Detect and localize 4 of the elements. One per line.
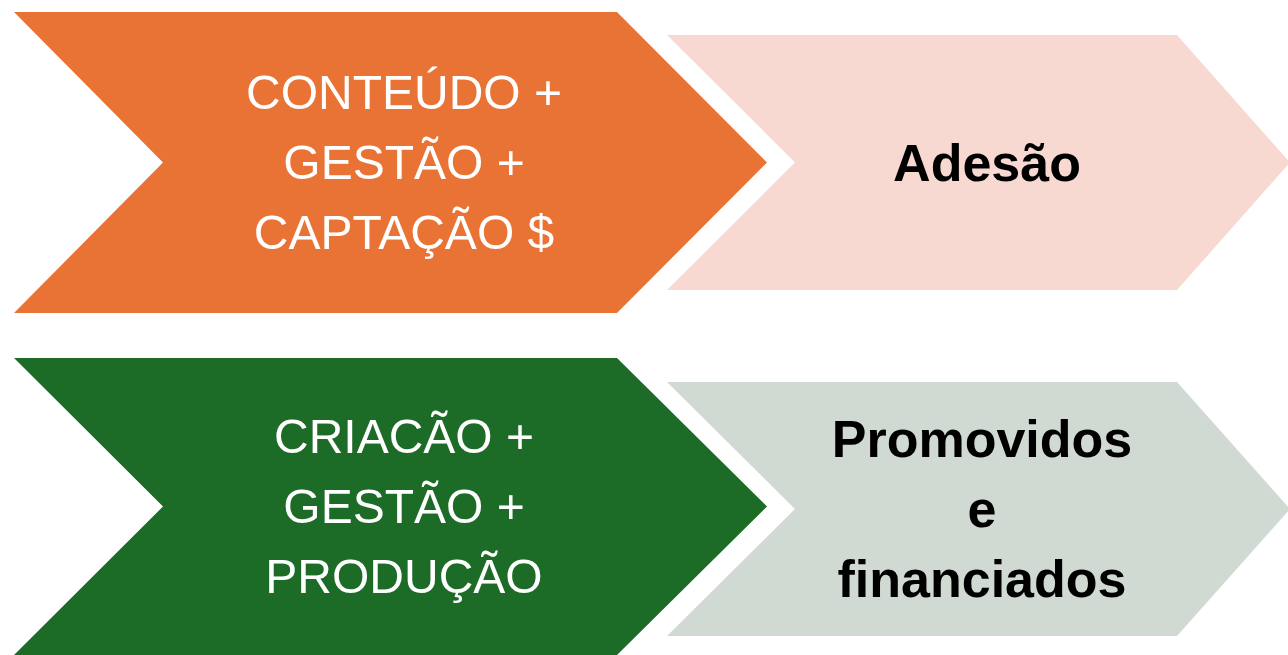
chevron-label: CONTEÚDO + GESTÃO + CAPTAÇÃO $ <box>245 64 563 261</box>
chevron-label: CRIACÃO + GESTÃO + PRODUÇÃO <box>264 408 544 605</box>
chevron-label: Adesão <box>893 132 1081 194</box>
chevron-label: Promovidos e financiados <box>830 409 1134 610</box>
